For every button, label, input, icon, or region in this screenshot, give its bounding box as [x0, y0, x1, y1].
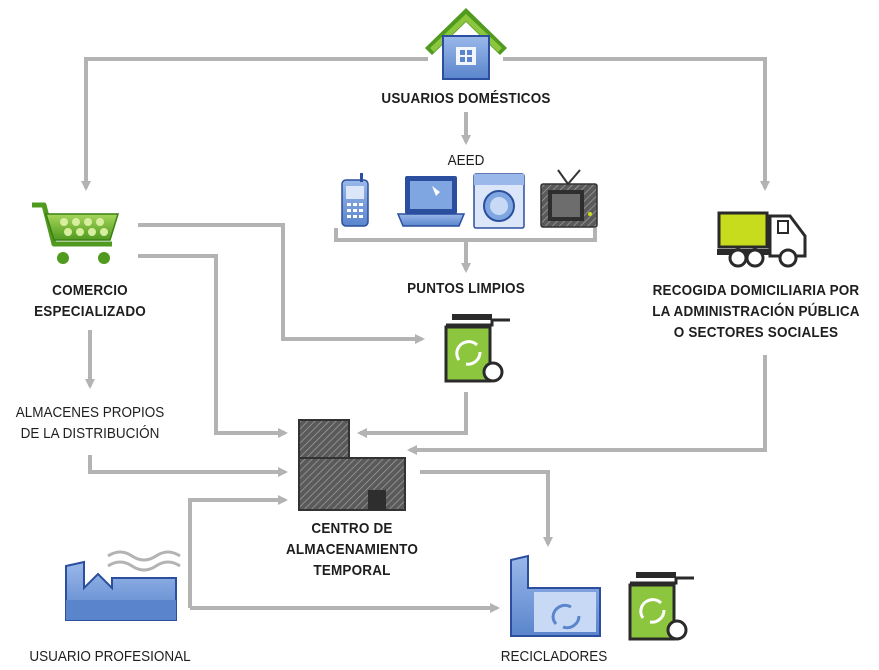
municipal-collection-line-1: RECOGIDA DOMICILIARIA POR	[652, 282, 860, 299]
aeed-bracket	[334, 228, 597, 242]
storage-center-label: CENTRO DE ALMACENAMIENTO TEMPORAL	[280, 518, 424, 581]
specialized-retail-label: COMERCIO ESPECIALIZADO	[9, 280, 171, 322]
factory-icon	[65, 550, 181, 621]
house-icon	[425, 8, 507, 80]
aeed-label: AEED	[447, 152, 485, 169]
washing-machine-icon	[473, 173, 525, 229]
storage-center-line-3: TEMPORAL	[313, 562, 391, 579]
truck-icon	[717, 211, 807, 268]
arrow-storage-to-recyclers	[420, 470, 553, 547]
shopping-cart-icon	[32, 202, 120, 264]
specialized-retail-line-2: ESPECIALIZADO	[34, 303, 146, 320]
own-warehouses-line-2: DE LA DISTRIBUCIÓN	[20, 425, 160, 442]
domestic-users-label: USUARIOS DOMÉSTICOS	[381, 90, 551, 107]
storage-center-line-1: CENTRO DE	[311, 520, 393, 537]
arrow-retail-to-storage	[138, 254, 288, 438]
recycling-bin-icon	[628, 572, 694, 641]
recyclers-label: RECICLADORES	[500, 648, 608, 665]
own-warehouses-line-1: ALMACENES PROPIOS	[15, 404, 165, 421]
television-icon	[540, 169, 598, 228]
municipal-collection-line-2: LA ADMINISTRACIÓN PÚBLICA	[652, 303, 860, 320]
professional-user-label: USUARIO PROFESIONAL	[29, 648, 191, 665]
arrow-professional-to-storage	[188, 495, 288, 608]
arrow-clean-points-to-storage	[357, 392, 468, 438]
mobile-phone-icon	[341, 173, 369, 227]
arrow-domestic-to-retail	[81, 57, 428, 191]
arrow-domestic-to-collection	[503, 57, 770, 191]
arrow-collection-to-storage	[407, 355, 767, 455]
own-warehouses-label: ALMACENES PROPIOS DE LA DISTRIBUCIÓN	[9, 402, 171, 444]
municipal-collection-line-3: O SECTORES SOCIALES	[673, 324, 839, 341]
municipal-collection-label: RECOGIDA DOMICILIARIA POR LA ADMINISTRAC…	[648, 280, 864, 343]
flow-arrows	[81, 57, 770, 613]
recycling-plant-icon	[510, 554, 601, 637]
clean-points-label: PUNTOS LIMPIOS	[407, 280, 525, 297]
storage-center-line-2: ALMACENAMIENTO	[285, 541, 419, 558]
warehouse-building-icon	[298, 419, 406, 511]
arrow-retail-to-clean-points	[138, 223, 425, 344]
laptop-icon	[396, 176, 466, 227]
specialized-retail-line-1: COMERCIO	[52, 282, 128, 299]
arrow-warehouses-to-storage	[88, 455, 288, 477]
recycling-bin-icon	[444, 314, 510, 383]
